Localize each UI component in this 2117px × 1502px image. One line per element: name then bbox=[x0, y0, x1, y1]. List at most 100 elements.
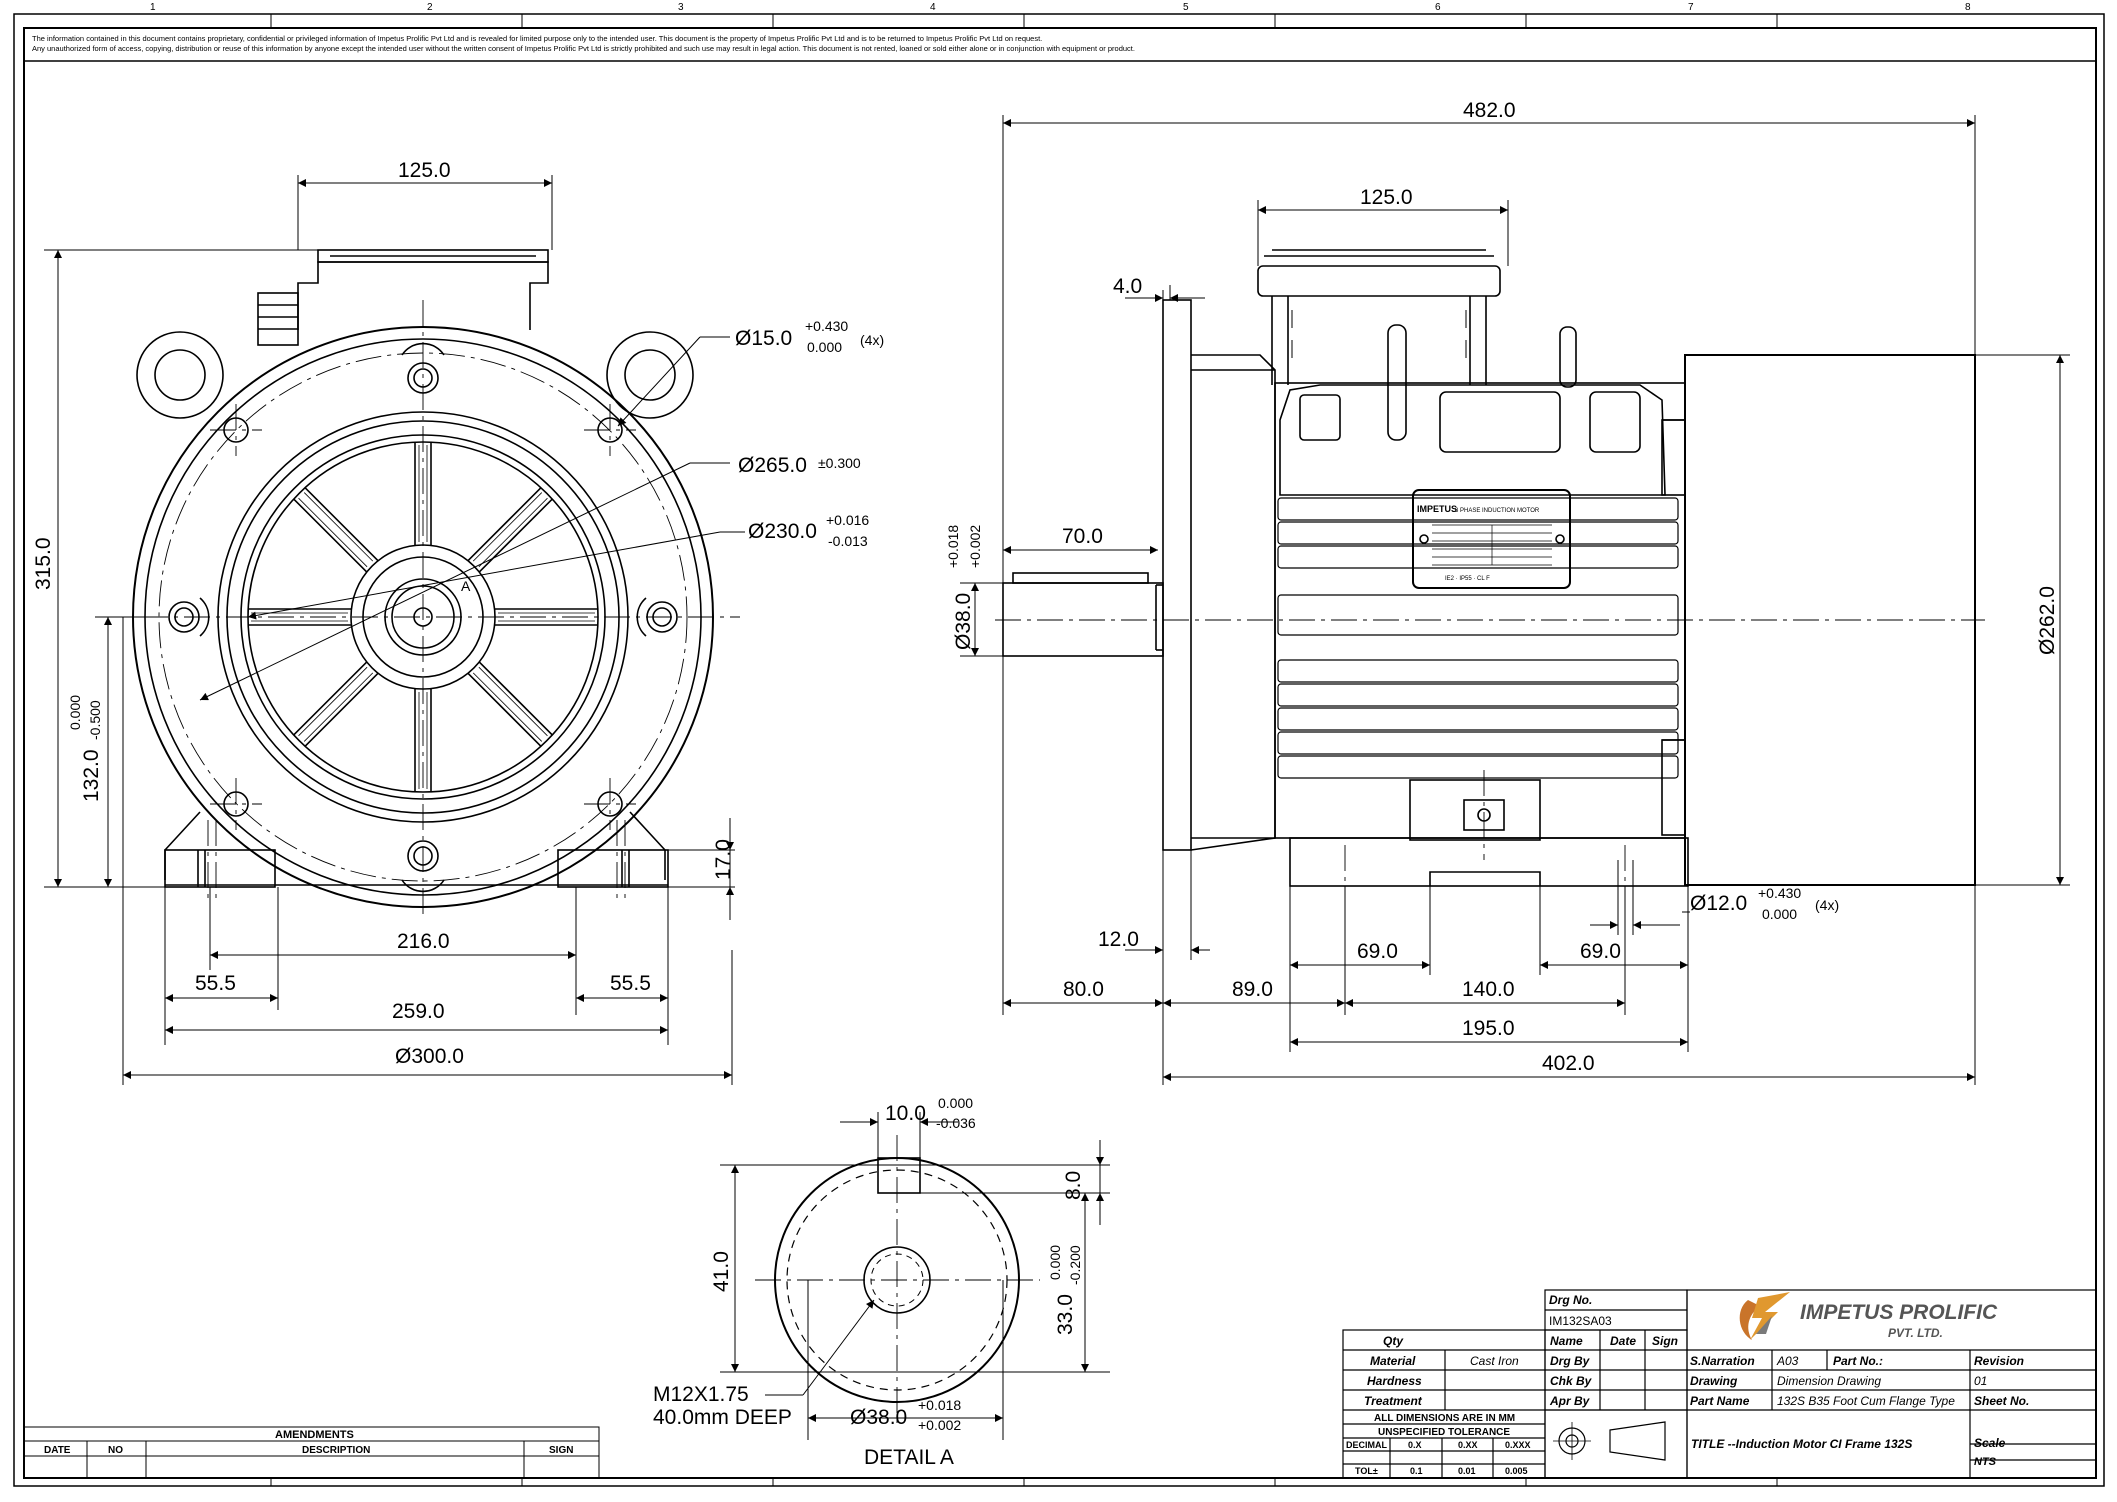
part-name-value: 132S B35 Foot Cum Flange Type bbox=[1777, 1394, 1955, 1408]
dim-hole-dia: Ø15.0 bbox=[735, 327, 792, 350]
dim-spigot: Ø230.0 bbox=[748, 520, 817, 543]
revision-value: 01 bbox=[1974, 1374, 1987, 1388]
nameplate-brand: IMPETUS bbox=[1417, 504, 1457, 514]
nameplate-line-1: 3 PHASE INDUCTION MOTOR bbox=[1455, 508, 1540, 514]
drg-by-label: Drg By bbox=[1550, 1354, 1591, 1368]
dim-top-width: 125.0 bbox=[398, 159, 451, 182]
amend-col-no: NO bbox=[108, 1445, 123, 1456]
zone-markers: 1 2 3 4 5 6 7 8 bbox=[150, 2, 1971, 13]
treatment-label: Treatment bbox=[1364, 1394, 1423, 1408]
dim-flange-thickness: 4.0 bbox=[1113, 275, 1142, 298]
zone-label: 1 bbox=[150, 2, 156, 13]
s-narration-value: A03 bbox=[1776, 1354, 1799, 1368]
tol-3: 0.005 bbox=[1505, 1466, 1528, 1476]
thread-depth: 40.0mm DEEP bbox=[653, 1406, 792, 1429]
tol-hole-upper: +0.430 bbox=[805, 318, 848, 334]
title-block-grid bbox=[1342, 1289, 2097, 1479]
part-name-label: Part Name bbox=[1690, 1394, 1750, 1408]
col-date: Date bbox=[1610, 1334, 1636, 1348]
dim-spigot-depth: 12.0 bbox=[1098, 928, 1139, 951]
col-name: Name bbox=[1550, 1334, 1583, 1348]
dim-flange-dia: Ø300.0 bbox=[395, 1045, 464, 1068]
apr-by-label: Apr By bbox=[1549, 1394, 1591, 1408]
tol-1: 0.1 bbox=[1410, 1466, 1423, 1476]
dim-foot-centres: 216.0 bbox=[397, 930, 450, 953]
side-view bbox=[1002, 249, 1976, 887]
drg-no-value: IM132SA03 bbox=[1549, 1314, 1612, 1328]
dec-1: 0.X bbox=[1408, 1440, 1422, 1450]
side-centerlines bbox=[995, 619, 1985, 900]
tol-spigot-upper: +0.016 bbox=[826, 512, 869, 528]
tol-label: TOL± bbox=[1355, 1466, 1378, 1476]
amend-col-description: DESCRIPTION bbox=[302, 1445, 370, 1456]
dim-foot-width: 259.0 bbox=[392, 1000, 445, 1023]
dim-overall-height: 315.0 bbox=[32, 537, 55, 590]
dim-side-top-width: 125.0 bbox=[1360, 186, 1413, 209]
dim-key-bottom: 33.0 bbox=[1054, 1294, 1077, 1335]
tol-note: UNSPECIFIED TOLERANCE bbox=[1378, 1427, 1510, 1438]
amendments-title: AMENDMENTS bbox=[275, 1429, 354, 1441]
dim-flange-to-foot: 89.0 bbox=[1232, 978, 1273, 1001]
drawing-label: Drawing bbox=[1690, 1374, 1738, 1388]
revision-label: Revision bbox=[1974, 1354, 2024, 1368]
scale-label: Scale bbox=[1974, 1436, 2006, 1450]
hardness-label: Hardness bbox=[1367, 1374, 1422, 1388]
sheet-no-label: Sheet No. bbox=[1974, 1394, 2029, 1408]
dim-overall-length: 482.0 bbox=[1463, 99, 1516, 122]
side-dimension-text: 482.0 125.0 4.0 70.0 Ø38.0 +0.018 +0.002… bbox=[945, 99, 2059, 1075]
dim-foot-offset-right: 55.5 bbox=[610, 972, 651, 995]
dim-shaft-height: 132.0 bbox=[80, 749, 103, 802]
material-label: Material bbox=[1370, 1354, 1416, 1368]
dec-3: 0.XXX bbox=[1505, 1440, 1531, 1450]
dim-body-length: 402.0 bbox=[1542, 1052, 1595, 1075]
disclaimer-line-2: Any unauthorized form of access, copying… bbox=[32, 44, 1135, 53]
dim-side-foot-centres: 140.0 bbox=[1462, 978, 1515, 1001]
tol-key-width-lower: -0.036 bbox=[936, 1115, 976, 1131]
disclaimer-line-1: The information contained in this docume… bbox=[32, 34, 1042, 43]
tol-2: 0.01 bbox=[1458, 1466, 1476, 1476]
scale-value: NTS bbox=[1974, 1456, 1997, 1468]
zone-label: 2 bbox=[427, 2, 433, 13]
title-block-text: Drg No. IM132SA03 Qty Name Date Sign Mat… bbox=[1346, 1293, 2029, 1476]
col-sign: Sign bbox=[1652, 1334, 1678, 1348]
company-logo: IMPETUS PROLIFIC PVT. LTD. bbox=[1739, 1292, 1998, 1340]
dim-foot-span: 195.0 bbox=[1462, 1017, 1515, 1040]
side-dimensions bbox=[960, 115, 2070, 1085]
amend-col-sign: SIGN bbox=[549, 1445, 573, 1456]
dim-detail-shaft-dia: Ø38.0 bbox=[850, 1406, 907, 1429]
dim-key-depth: 8.0 bbox=[1062, 1171, 1085, 1200]
zone-label: 5 bbox=[1183, 2, 1189, 13]
dim-detail-height: 41.0 bbox=[710, 1251, 733, 1292]
tol-key-width-upper: 0.000 bbox=[938, 1095, 973, 1111]
hole-count: (4x) bbox=[860, 332, 884, 348]
amend-col-date: DATE bbox=[44, 1445, 71, 1456]
zone-label: 3 bbox=[678, 2, 684, 13]
drawing-title: TITLE --Induction Motor CI Frame 132S bbox=[1691, 1437, 1912, 1451]
tol-shaft-height-upper: 0.000 bbox=[67, 695, 83, 730]
tol-shaft-height-lower: -0.500 bbox=[87, 700, 103, 740]
tol-detail-shaft-upper: +0.018 bbox=[918, 1397, 961, 1413]
zone-label: 6 bbox=[1435, 2, 1441, 13]
tol-key-bottom-lower: -0.200 bbox=[1067, 1245, 1083, 1285]
part-no-label: Part No.: bbox=[1833, 1354, 1883, 1368]
logo-name: IMPETUS PROLIFIC bbox=[1800, 1301, 1998, 1324]
tol-spigot-lower: -0.013 bbox=[828, 533, 868, 549]
detail-caption: DETAIL A bbox=[864, 1446, 954, 1469]
tol-detail-shaft-lower: +0.002 bbox=[918, 1417, 961, 1433]
zone-label: 4 bbox=[930, 2, 936, 13]
front-dimensions bbox=[44, 175, 745, 1085]
dim-foot-height: 17.0 bbox=[712, 839, 735, 880]
amendments-table bbox=[23, 1426, 600, 1479]
chk-by-label: Chk By bbox=[1550, 1374, 1593, 1388]
tol-shaft-upper: +0.018 bbox=[945, 525, 961, 568]
front-centerlines bbox=[100, 300, 740, 915]
material-value: Cast Iron bbox=[1470, 1354, 1519, 1368]
nameplate-line-2: IE2 · IP55 · CL F bbox=[1445, 576, 1490, 582]
thread-spec: M12X1.75 bbox=[653, 1383, 749, 1406]
foot-hole-count: (4x) bbox=[1815, 897, 1839, 913]
tol-key-bottom-upper: 0.000 bbox=[1047, 1245, 1063, 1280]
detail-a-text: 10.0 0.000 -0.036 8.0 41.0 33.0 0.000 -0… bbox=[653, 1095, 1085, 1469]
zone-label: 7 bbox=[1688, 2, 1694, 13]
dim-foot-right: 69.0 bbox=[1580, 940, 1621, 963]
